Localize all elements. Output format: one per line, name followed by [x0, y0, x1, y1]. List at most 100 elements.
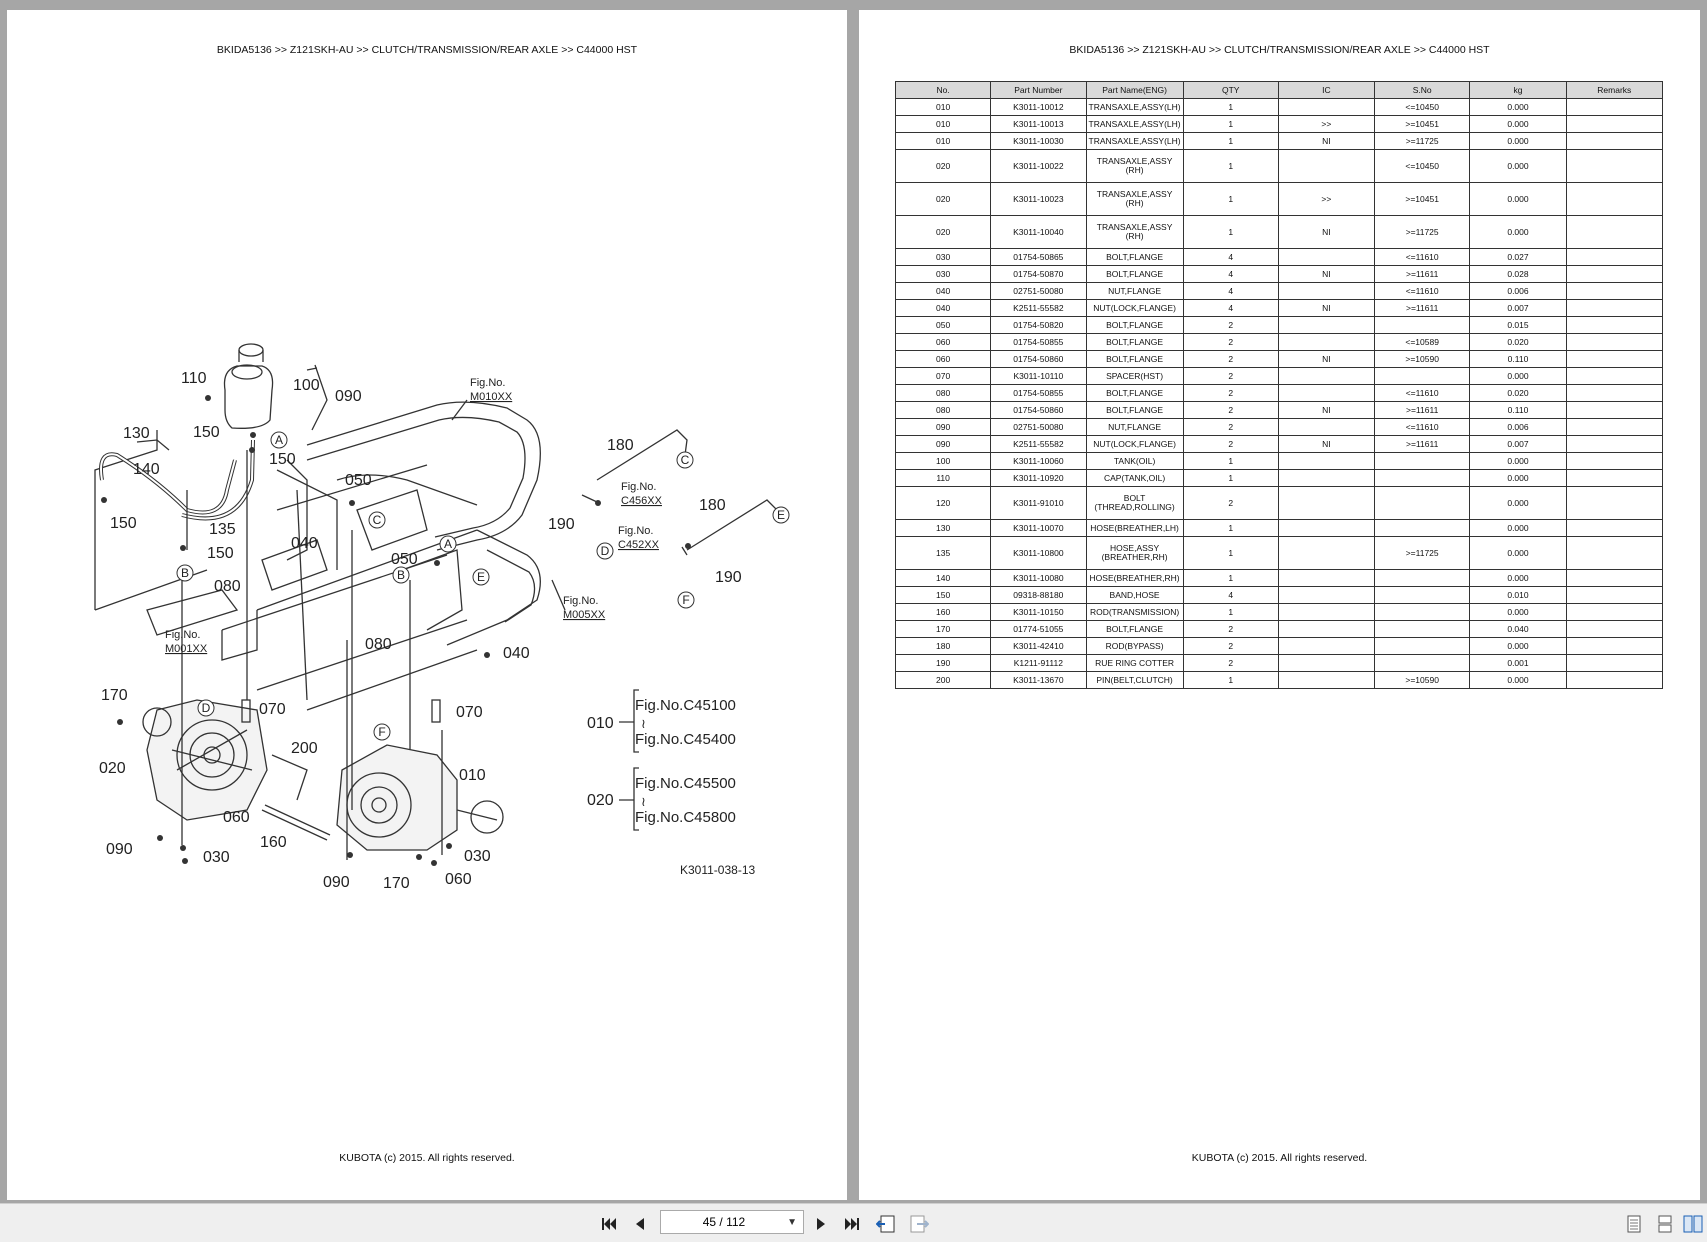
cell-qty: 2 — [1182, 620, 1279, 638]
cell-ic — [1277, 248, 1375, 266]
cell-kg: 0.040 — [1469, 620, 1567, 638]
page-number-input[interactable] — [667, 1211, 781, 1233]
cell-part-number: K3011-10800 — [990, 536, 1087, 570]
cell-part-name: TRANSAXLE,ASSY(LH) — [1085, 98, 1184, 116]
cell-no: 060 — [894, 350, 992, 368]
letter-e-2: E — [777, 508, 785, 522]
column-header-part-name: Part Name(ENG) — [1085, 81, 1184, 99]
cell-qty: 2 — [1182, 486, 1279, 520]
cell-ic — [1277, 316, 1375, 334]
page-number-field[interactable]: ▼ — [660, 1210, 804, 1234]
cell-sno: >=11611 — [1373, 299, 1471, 317]
cell-ic — [1277, 620, 1375, 638]
cell-remarks — [1565, 452, 1664, 470]
cell-part-name: TRANSAXLE,ASSY(RH) — [1085, 215, 1184, 249]
cell-no: 180 — [894, 637, 992, 655]
callout-080-a: 080 — [214, 578, 241, 595]
facing-pages-view-icon — [1683, 1215, 1703, 1233]
previous-view-button[interactable] — [875, 1213, 897, 1235]
copyright-footer: KUBOTA (c) 2015. All rights reserved. — [1191, 1152, 1368, 1164]
cell-ic: NI — [1277, 265, 1375, 283]
callout-040-b: 040 — [503, 645, 530, 662]
callout-080-b: 080 — [365, 636, 392, 653]
chevron-down-icon[interactable]: ▼ — [787, 1217, 797, 1228]
cell-no: 050 — [894, 316, 992, 334]
cell-part-number: K3011-10013 — [990, 115, 1087, 133]
cell-no: 080 — [894, 384, 992, 402]
cell-no: 010 — [894, 115, 992, 133]
letter-a-2: A — [444, 537, 452, 551]
cell-remarks — [1565, 282, 1664, 300]
facing-pages-view-button[interactable] — [1682, 1213, 1704, 1235]
cell-kg: 0.028 — [1469, 265, 1567, 283]
cell-part-number: K3011-13670 — [990, 671, 1087, 689]
next-page-button[interactable] — [810, 1213, 832, 1235]
cell-sno — [1373, 637, 1471, 655]
fig-ref-label-5: Fig.No. — [165, 629, 200, 641]
cell-kg: 0.000 — [1469, 519, 1567, 537]
cell-ic — [1277, 98, 1375, 116]
cell-ic: >> — [1277, 115, 1375, 133]
last-page-button[interactable] — [841, 1213, 863, 1235]
cell-qty: 1 — [1182, 215, 1279, 249]
cell-part-number: 01754-50855 — [990, 333, 1087, 351]
previous-page-button[interactable] — [629, 1213, 651, 1235]
cell-sno — [1373, 603, 1471, 621]
cell-remarks — [1565, 435, 1664, 453]
cell-kg: 0.000 — [1469, 98, 1567, 116]
cell-ic — [1277, 333, 1375, 351]
single-page-view-button[interactable] — [1623, 1213, 1645, 1235]
cell-part-name: ROD(TRANSMISSION) — [1085, 603, 1184, 621]
last-page-icon — [845, 1218, 859, 1230]
cell-kg: 0.000 — [1469, 452, 1567, 470]
next-view-button[interactable] — [908, 1213, 930, 1235]
cell-part-name: BOLT(THREAD,ROLLING) — [1085, 486, 1184, 520]
cell-part-number: 02751-50080 — [990, 282, 1087, 300]
cell-no: 020 — [894, 182, 992, 216]
left-page: BKIDA5136 >> Z121SKH-AU >> CLUTCH/TRANSM… — [7, 10, 847, 1200]
cell-kg: 0.006 — [1469, 418, 1567, 436]
cell-ic — [1277, 418, 1375, 436]
fig-ref-c452xx: C452XX — [618, 539, 660, 551]
continuous-view-button[interactable] — [1654, 1213, 1676, 1235]
copyright-footer: KUBOTA (c) 2015. All rights reserved. — [339, 1152, 515, 1164]
breadcrumb: BKIDA5136 >> Z121SKH-AU >> CLUTCH/TRANSM… — [1069, 44, 1490, 56]
cell-part-number: K3011-10040 — [990, 215, 1087, 249]
cell-no: 140 — [894, 569, 992, 587]
cell-part-name: TRANSAXLE,ASSY(RH) — [1085, 182, 1184, 216]
cell-sno: >=10590 — [1373, 671, 1471, 689]
callout-010: 010 — [459, 767, 486, 784]
cell-remarks — [1565, 333, 1664, 351]
cell-no: 030 — [894, 248, 992, 266]
cell-kg: 0.000 — [1469, 536, 1567, 570]
callout-170-b: 170 — [383, 875, 410, 892]
cell-qty: 2 — [1182, 401, 1279, 419]
transaxle-rh — [336, 744, 458, 851]
letter-b-2: B — [397, 568, 405, 582]
cell-no: 130 — [894, 519, 992, 537]
cell-no: 020 — [894, 215, 992, 249]
previous-page-icon — [636, 1218, 644, 1230]
first-page-button[interactable] — [598, 1213, 620, 1235]
cell-no: 040 — [894, 299, 992, 317]
cell-ic — [1277, 586, 1375, 604]
callout-050-b: 050 — [391, 551, 418, 568]
callout-150-a: 150 — [193, 424, 220, 441]
cell-ic: NI — [1277, 299, 1375, 317]
cell-part-name: NUT(LOCK,FLANGE) — [1085, 299, 1184, 317]
cell-kg: 0.015 — [1469, 316, 1567, 334]
cell-no: 135 — [894, 536, 992, 570]
cell-part-number: K3011-10060 — [990, 452, 1087, 470]
cell-part-name: BOLT,FLANGE — [1085, 401, 1184, 419]
cell-qty: 4 — [1182, 299, 1279, 317]
cell-part-number: K3011-10012 — [990, 98, 1087, 116]
cell-part-number: 01754-50855 — [990, 384, 1087, 402]
cell-part-number: K3011-10080 — [990, 569, 1087, 587]
